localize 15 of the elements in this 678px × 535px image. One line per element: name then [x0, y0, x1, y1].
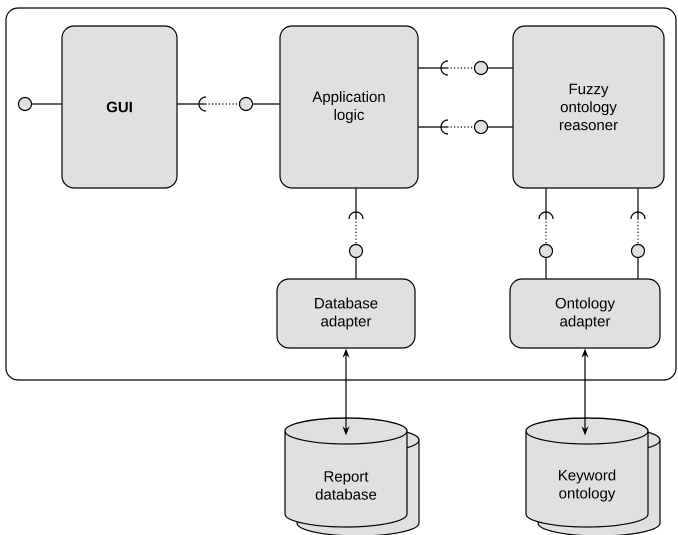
ball-socket-connector	[348, 188, 364, 279]
ball-socket-connector	[418, 60, 513, 76]
ball-socket-connector	[177, 96, 280, 112]
component-box: Fuzzy ontology reasoner	[512, 25, 665, 189]
ball-socket-connector	[630, 188, 646, 279]
ball-socket-connector	[418, 119, 513, 135]
component-box: GUI	[61, 25, 178, 189]
component-boundary	[5, 7, 677, 381]
component-box: Application logic	[279, 25, 419, 189]
component-box: Ontology adapter	[509, 278, 661, 349]
database-cylinder: Keyword ontology	[525, 417, 661, 535]
database-cylinder: Report database	[284, 417, 420, 535]
component-box: Database adapter	[276, 278, 416, 349]
interface-lollipop	[18, 96, 62, 112]
ball-socket-connector	[538, 188, 554, 279]
